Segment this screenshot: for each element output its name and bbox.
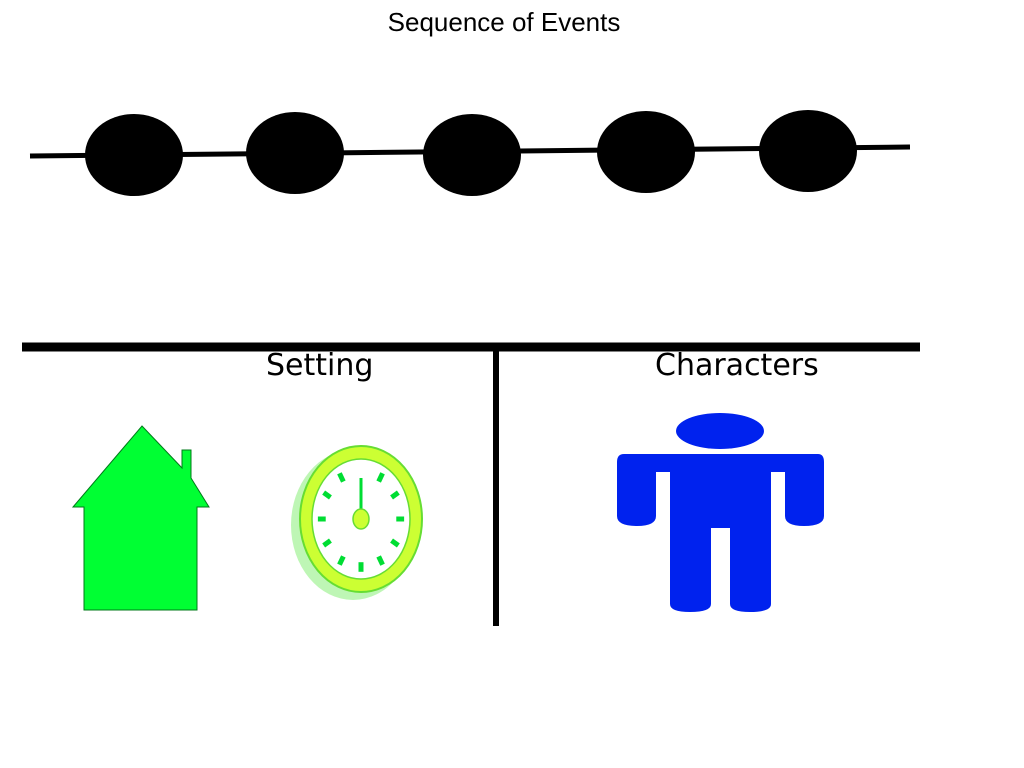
event-dot: [597, 111, 695, 193]
clock-hour-mark: [376, 555, 385, 566]
event-dots: [85, 110, 857, 196]
setting-label: Setting: [266, 348, 374, 383]
person-head: [676, 413, 764, 449]
event-dot: [759, 110, 857, 192]
page-title: Sequence of Events: [387, 7, 621, 37]
clock-hour-mark: [322, 490, 332, 500]
clock-icon: [291, 445, 423, 600]
timeline: [29, 110, 911, 196]
person-body: [617, 454, 824, 612]
characters-label: Characters: [655, 348, 819, 383]
event-dot: [423, 114, 521, 196]
clock-hour-mark: [337, 555, 346, 566]
clock-hour-mark: [322, 538, 332, 548]
clock-hour-mark: [376, 472, 385, 483]
event-dot: [85, 114, 183, 196]
person-icon: [617, 413, 824, 612]
clock-hour-mark: [337, 472, 346, 483]
clock-hour-marks: [317, 472, 405, 572]
clock-center: [352, 508, 370, 530]
clock-hour-mark: [390, 490, 400, 500]
clock-hour-mark: [390, 538, 400, 548]
house-icon: [71, 425, 210, 611]
event-dot: [246, 112, 344, 194]
